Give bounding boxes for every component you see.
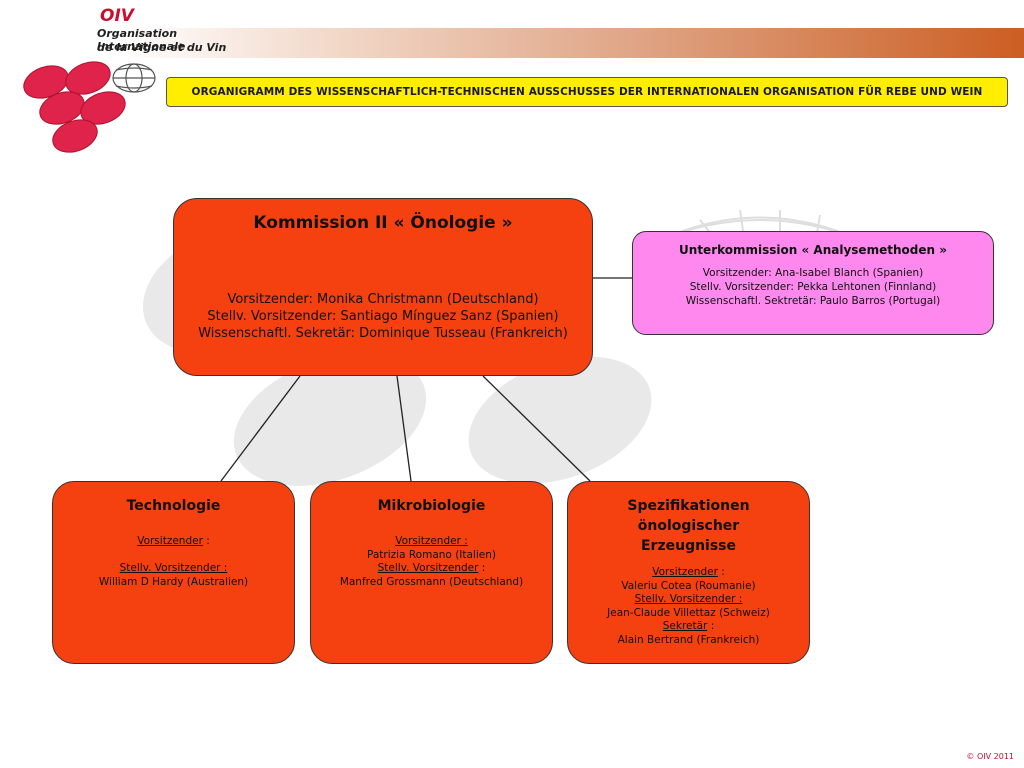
logo-name-line2: de la Vigne et du Vin bbox=[97, 41, 227, 54]
spezifikationen-secretary-sep: : bbox=[707, 620, 715, 632]
subcommission-title: Unterkommission « Analysemethoden » bbox=[679, 243, 947, 257]
spezifikationen-title-line3: Erzeugnisse bbox=[640, 538, 737, 554]
group-technologie-title: Technologie bbox=[126, 498, 221, 514]
commission-secretary: Wissenschaftl. Sekretär: Dominique Tusse… bbox=[198, 326, 568, 341]
subcommission-box: Unterkommission « Analysemethoden » Vors… bbox=[632, 231, 994, 335]
commission-chair: Vorsitzender: Monika Christmann (Deutsch… bbox=[227, 292, 539, 307]
copyright-notice: © OIV 2011 bbox=[966, 752, 1014, 761]
mikrobiologie-chair-label: Vorsitzender : bbox=[395, 535, 468, 547]
mikrobiologie-vice-sep: : bbox=[478, 562, 486, 574]
mikrobiologie-vice-label: Stellv. Vorsitzender bbox=[377, 562, 479, 574]
mikrobiologie-vice-name: Manfred Grossmann (Deutschland) bbox=[339, 575, 524, 588]
technologie-vice-name: William D Hardy (Australien) bbox=[98, 575, 249, 588]
group-technologie-box: Technologie Vorsitzender : Stellv. Vorsi… bbox=[52, 481, 295, 664]
subcommission-vice-chair: Stellv. Vorsitzender: Pekka Lehtonen (Fi… bbox=[689, 281, 937, 293]
commission-title: Kommission II « Önologie » bbox=[253, 213, 513, 233]
subcommission-chair: Vorsitzender: Ana-Isabel Blanch (Spanien… bbox=[702, 267, 924, 279]
spezifikationen-chair-label: Vorsitzender bbox=[652, 566, 718, 578]
technologie-chair-sep: : bbox=[202, 535, 210, 547]
spezifikationen-vice-name: Jean-Claude Villettaz (Schweiz) bbox=[607, 606, 770, 619]
connector-to-spezifikationen bbox=[482, 375, 591, 482]
group-spezifikationen-box: Spezifikationen önologischer Erzeugnisse… bbox=[567, 481, 810, 664]
commission-box: Kommission II « Önologie » Vorsitzender:… bbox=[173, 198, 593, 376]
spezifikationen-secretary-label: Sekretär bbox=[662, 620, 708, 632]
spezifikationen-vice-label: Stellv. Vorsitzender : bbox=[634, 593, 743, 605]
title-banner: ORGANIGRAMM DES WISSENSCHAFTLICH-TECHNIS… bbox=[166, 77, 1008, 107]
mikrobiologie-chair-name: Patrizia Romano (Italien) bbox=[367, 548, 496, 561]
technologie-chair-label: Vorsitzender bbox=[137, 535, 203, 547]
connector-to-mikrobiologie bbox=[396, 375, 412, 482]
grape-logo-icon bbox=[23, 61, 156, 153]
logo-abbreviation: OIV bbox=[100, 6, 134, 26]
spezifikationen-secretary-name: Alain Bertrand (Frankreich) bbox=[617, 633, 760, 646]
group-mikrobiologie-box: Mikrobiologie Vorsitzender : Patrizia Ro… bbox=[310, 481, 553, 664]
spezifikationen-title-line2: önologischer bbox=[637, 518, 740, 534]
header-gradient-bar bbox=[120, 28, 1024, 58]
logo-name-line1: Organisation Internationale bbox=[97, 27, 186, 53]
commission-vice-chair: Stellv. Vorsitzender: Santiago Mínguez S… bbox=[207, 309, 559, 324]
spezifikationen-chair-name: Valeriu Cotea (Roumanie) bbox=[621, 579, 756, 592]
technologie-vice-label: Stellv. Vorsitzender : bbox=[119, 562, 228, 574]
spezifikationen-title-line1: Spezifikationen bbox=[627, 498, 750, 514]
group-mikrobiologie-title: Mikrobiologie bbox=[377, 498, 486, 514]
group-spezifikationen-title: Spezifikationen önologischer Erzeugnisse bbox=[568, 496, 809, 556]
page-title: ORGANIGRAMM DES WISSENSCHAFTLICH-TECHNIS… bbox=[191, 86, 983, 98]
technologie-chair-row: Vorsitzender : bbox=[53, 535, 294, 549]
spezifikationen-chair-sep: : bbox=[717, 566, 725, 578]
subcommission-secretary: Wissenschaftl. Sektretär: Paulo Barros (… bbox=[685, 295, 941, 307]
connector-to-technologie bbox=[220, 375, 301, 482]
oiv-logo: OIV Organisation Internationale de la Vi… bbox=[0, 0, 260, 160]
